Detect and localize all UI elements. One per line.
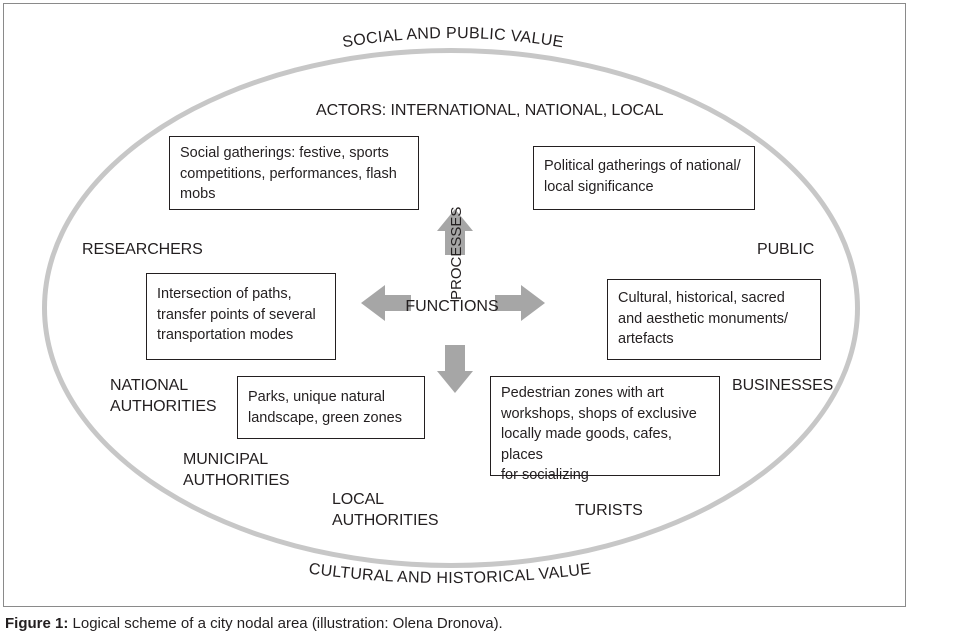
box-pedestrian-zones: Pedestrian zones with art workshops, sho… — [490, 376, 720, 483]
figure-frame — [3, 3, 906, 607]
svg-text:SOCIAL AND PUBLIC VALUE: SOCIAL AND PUBLIC VALUE — [341, 25, 565, 51]
figure-caption: Figure 1: Logical scheme of a city nodal… — [5, 615, 503, 632]
actor-municipal-authorities: MUNICIPAL AUTHORITIES — [183, 451, 290, 489]
actor-public: PUBLIC — [757, 241, 815, 258]
box-cultural-monuments: Cultural, historical, sacred and aesthet… — [607, 279, 821, 360]
actors-header: ACTORS: INTERNATIONAL, NATIONAL, LOCAL — [316, 102, 664, 119]
actor-businesses: BUSINESSES — [732, 377, 834, 394]
arrow-left-icon — [361, 285, 411, 321]
actor-local-authorities: LOCAL AUTHORITIES — [332, 491, 439, 529]
figure-number: Figure 1: — [5, 615, 69, 632]
actor-researchers: RESEARCHERS — [82, 241, 203, 258]
caption-text: Logical scheme of a city nodal area (ill… — [68, 615, 503, 632]
arrow-up-icon — [437, 209, 473, 255]
center-arrows: PROCESSES FUNCTIONS — [361, 207, 545, 393]
functions-label: FUNCTIONS — [405, 298, 498, 315]
box-intersection: Intersection of paths, transfer points o… — [146, 273, 336, 360]
arrow-right-icon — [495, 285, 545, 321]
actor-national-authorities: NATIONAL AUTHORITIES — [110, 377, 217, 415]
box-parks: Parks, unique natural landscape, green z… — [237, 376, 425, 439]
outer-ellipse — [42, 48, 860, 568]
box-political-gatherings: Political gatherings of national/ local … — [533, 146, 755, 210]
processes-label: PROCESSES — [448, 207, 465, 300]
box-social-gatherings: Social gatherings: festive, sports compe… — [169, 136, 419, 210]
outer-bottom-label: CULTURAL AND HISTORICAL VALUE — [308, 561, 592, 587]
svg-text:CULTURAL AND HISTORICAL VALUE: CULTURAL AND HISTORICAL VALUE — [308, 561, 592, 587]
arrow-down-icon — [437, 345, 473, 393]
outer-top-label: SOCIAL AND PUBLIC VALUE — [341, 25, 564, 51]
actor-turists: TURISTS — [575, 502, 643, 519]
